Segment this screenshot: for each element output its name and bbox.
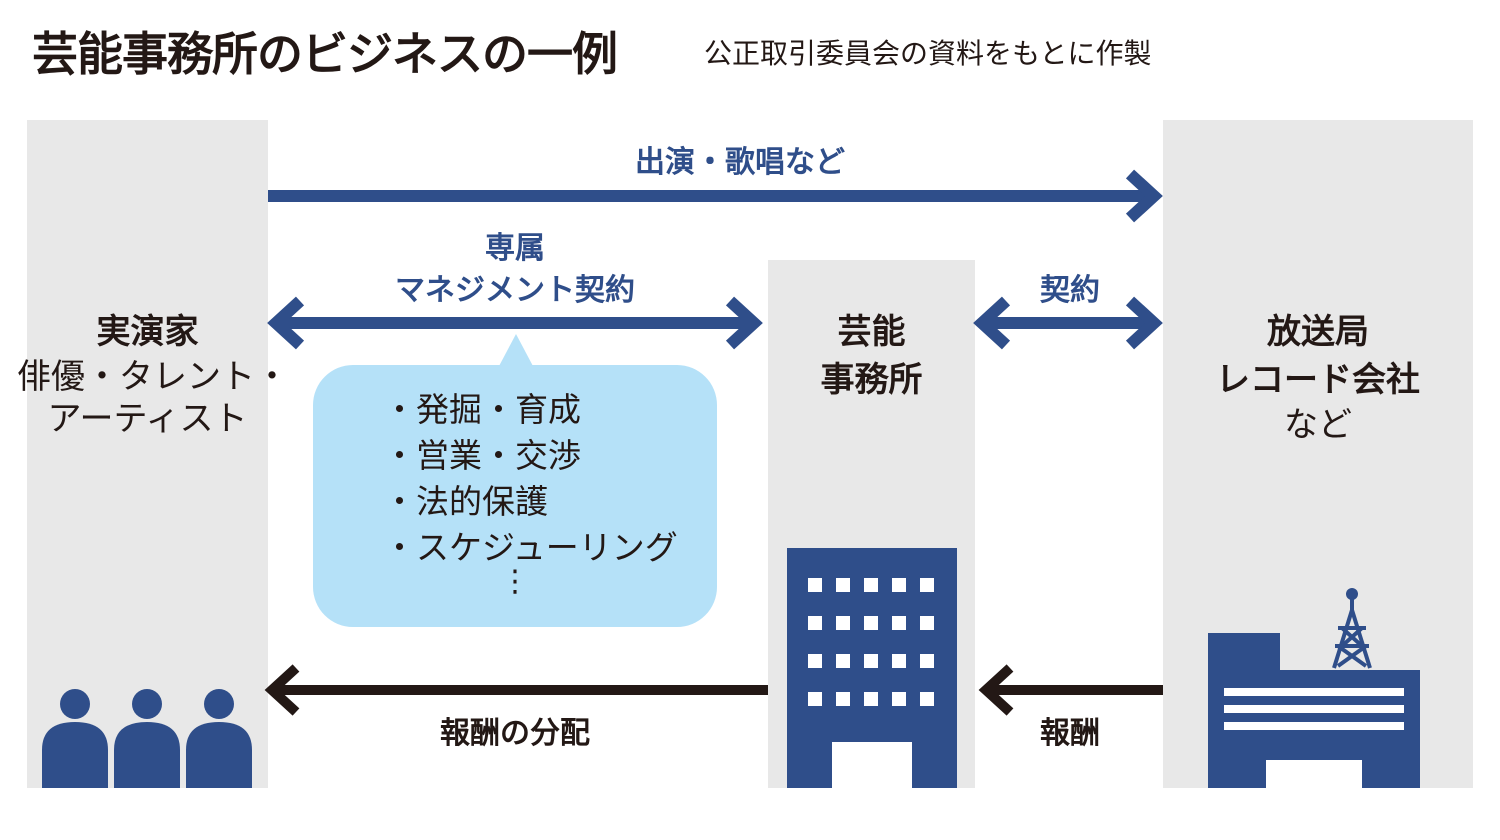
agency-title-1: 芸能: [837, 312, 906, 352]
broadcast-station-icon: [1208, 588, 1420, 788]
performers-panel: [27, 120, 268, 788]
performers-desc-2: アーティスト: [47, 399, 248, 439]
source-note: 公正取引委員会の資料をもとに作製: [704, 37, 1152, 70]
services-list: ・発掘・育成 ・営業・交渉 ・法的保護 ・スケジューリング: [383, 387, 678, 571]
service-item: ・発掘・育成: [383, 390, 581, 429]
broadcaster-title-1: 放送局: [1267, 312, 1369, 352]
services-bubble: ・発掘・育成 ・営業・交渉 ・法的保護 ・スケジューリング ⋮: [313, 365, 717, 627]
office-building-icon: [787, 548, 957, 788]
bubble-tail: [498, 334, 534, 368]
performers-label: 実演家 俳優・タレント・ アーティスト: [17, 308, 289, 440]
exclusive-line-1: 専属: [485, 231, 545, 266]
performers-desc-1: 俳優・タレント・: [17, 357, 289, 397]
people-icon: [42, 689, 252, 788]
performance-label: 出演・歌唱など: [635, 145, 845, 180]
service-item: ・営業・交渉: [383, 436, 581, 475]
service-item: ・スケジューリング: [383, 528, 678, 567]
exclusive-contract-label: 専属 マネジメント契約: [330, 228, 700, 312]
broadcaster-desc: など: [1284, 405, 1352, 445]
payment-label: 報酬: [1040, 716, 1100, 751]
broadcaster-label: 放送局 レコード会社 など: [1163, 308, 1473, 446]
contract-label: 契約: [1040, 273, 1100, 308]
service-item: ・法的保護: [383, 482, 548, 521]
page-title: 芸能事務所のビジネスの一例: [32, 27, 618, 81]
agency-title-2: 事務所: [820, 360, 923, 400]
performers-title: 実演家: [96, 312, 199, 352]
exclusive-line-2: マネジメント契約: [395, 273, 635, 308]
agency-label: 芸能 事務所: [768, 308, 975, 404]
services-more: ⋮: [500, 564, 530, 599]
distribution-label: 報酬の分配: [440, 716, 590, 751]
broadcaster-title-2: レコード会社: [1216, 360, 1420, 400]
